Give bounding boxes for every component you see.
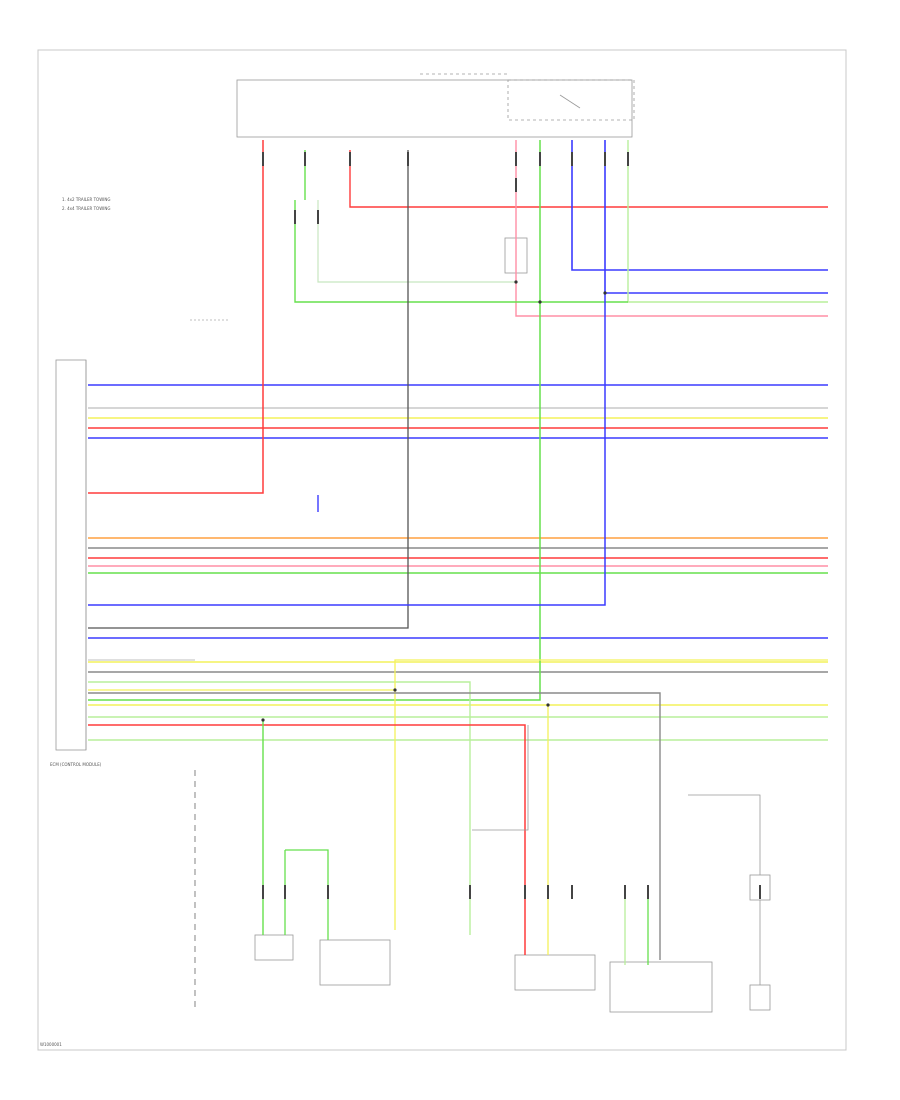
connector-pin xyxy=(624,885,626,899)
wire-20 xyxy=(627,140,828,303)
wire-17 xyxy=(349,150,828,208)
connector-pin xyxy=(515,152,517,166)
wire-38 xyxy=(285,849,329,940)
component-box-6 xyxy=(749,984,771,1011)
connector-pin xyxy=(284,885,286,899)
wire-44 xyxy=(472,725,529,831)
wire-24 xyxy=(88,140,264,494)
wire-23 xyxy=(317,200,516,283)
component-box-1 xyxy=(254,934,294,961)
legend-line-1: 1. 4x2 TRAILER TOWING xyxy=(62,197,110,202)
connector-pin xyxy=(515,178,517,192)
connector-pin xyxy=(317,210,319,224)
wire-34 xyxy=(88,692,661,960)
connector-pin xyxy=(294,210,296,224)
wires-layer xyxy=(88,140,828,1010)
connector-pin xyxy=(627,152,629,166)
wire-28 xyxy=(88,293,606,606)
splice-point xyxy=(261,718,265,722)
connector-pin xyxy=(759,885,761,899)
splice-point xyxy=(514,280,518,284)
wire-22 xyxy=(294,200,628,303)
diagram-frame xyxy=(37,49,847,1051)
connector-pin xyxy=(469,885,471,899)
connector-pin xyxy=(547,885,549,899)
labels-layer xyxy=(261,152,761,899)
connector-pin xyxy=(262,885,264,899)
connector-pin xyxy=(349,152,351,166)
connector-pin xyxy=(407,152,409,166)
connector-pin xyxy=(539,152,541,166)
wire-31 xyxy=(88,659,828,691)
wire-26 xyxy=(88,150,409,629)
wire-33 xyxy=(88,724,526,955)
ecm-connector-block xyxy=(55,359,87,751)
relay-contact xyxy=(559,94,581,109)
relay-dashed-box xyxy=(507,79,635,121)
connector-pin xyxy=(327,885,329,899)
wire-41 xyxy=(688,794,761,875)
fuse-box xyxy=(236,79,633,138)
wire-30 xyxy=(88,681,471,935)
connector-pin xyxy=(524,885,526,899)
wire-27 xyxy=(88,140,541,701)
footer-code: W1000001 xyxy=(40,1042,62,1047)
legend-line-2: 2. 4x4 TRAILER TOWING xyxy=(62,206,110,211)
connector-pin xyxy=(647,885,649,899)
connector-pin xyxy=(604,152,606,166)
wire-21 xyxy=(515,140,828,317)
splice-point xyxy=(393,688,397,692)
ecm-label: ECM (CONTROL MODULE) xyxy=(50,762,102,767)
wire-18 xyxy=(571,140,828,271)
connector-pin xyxy=(262,152,264,166)
component-box-3 xyxy=(514,954,596,991)
splice-point xyxy=(546,703,550,707)
component-box-4 xyxy=(609,961,713,1013)
component-box-2 xyxy=(319,939,391,986)
splice-point xyxy=(603,291,607,295)
connector-pin xyxy=(304,152,306,166)
connector-pin xyxy=(571,152,573,166)
splice-point xyxy=(538,300,542,304)
connector-pin xyxy=(571,885,573,899)
